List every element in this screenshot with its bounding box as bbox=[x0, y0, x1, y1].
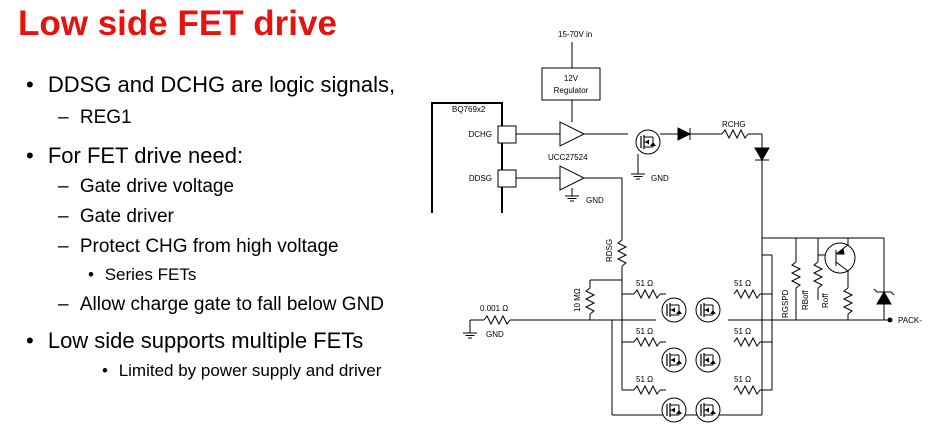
gnd-label: GND bbox=[486, 330, 504, 339]
gate-resistor-label: 51 Ω bbox=[636, 279, 653, 288]
bullet-item: – Gate driver bbox=[58, 206, 174, 228]
fet-pair-2: 51 Ω 51 Ω bbox=[633, 327, 761, 373]
bullet-text: Allow charge gate to fall below GND bbox=[79, 294, 385, 315]
pin-chg-label: DCHG bbox=[468, 130, 492, 139]
gate-drivers: UCC27524 GND bbox=[516, 121, 604, 205]
driver-label: UCC27524 bbox=[548, 153, 588, 162]
bullet-item: • Series FETs bbox=[88, 265, 196, 285]
shunt: 0.001 Ω GND bbox=[462, 304, 612, 339]
bullet-item: – Gate drive voltage bbox=[58, 176, 234, 198]
regulator-label-1: 12V bbox=[564, 74, 579, 83]
fet-pair-3: 51 Ω 51 Ω bbox=[633, 375, 761, 423]
pnp-transistor bbox=[824, 242, 856, 274]
supply-label: 15-70V in bbox=[558, 30, 592, 39]
bullet-item: • DDSG and DCHG are logic signals, bbox=[26, 72, 395, 98]
bullet-marker: • bbox=[88, 265, 94, 284]
regulator-label-2: Regulator bbox=[554, 86, 589, 95]
shunt-label: 0.001 Ω bbox=[480, 304, 508, 313]
rdsg-label: RDSG bbox=[605, 239, 614, 262]
roff-label: Roff bbox=[821, 293, 830, 308]
gate-resistor-label: 51 Ω bbox=[636, 327, 653, 336]
bullet-marker: – bbox=[58, 206, 69, 227]
gate-resistor-label: 51 Ω bbox=[734, 279, 751, 288]
bullet-text: Gate drive voltage bbox=[79, 176, 235, 197]
bullet-marker: – bbox=[58, 294, 69, 315]
bullet-item: • For FET drive need: bbox=[26, 143, 243, 169]
pack-label: PACK- bbox=[898, 316, 922, 325]
ic-label: BQ769x2 bbox=[452, 105, 486, 114]
r10m-label: 10 MΩ bbox=[573, 288, 582, 312]
pin-dsg-box bbox=[497, 169, 517, 188]
fet-array: 51 Ω 51 Ω 51 Ω 51 Ω 51 Ω 51 Ω bbox=[611, 279, 890, 423]
bq-ic: BQ769x2 DCHG DDSG bbox=[431, 102, 517, 213]
bullet-text: DDSG and DCHG are logic signals, bbox=[47, 72, 396, 97]
bullet-item: – Protect CHG from high voltage bbox=[58, 236, 339, 258]
bullet-marker: – bbox=[58, 107, 69, 128]
rboff-label: RBoff bbox=[801, 289, 810, 310]
gate-resistor-label: 51 Ω bbox=[734, 327, 751, 336]
bullet-text: Gate driver bbox=[79, 206, 174, 227]
bullet-marker: • bbox=[102, 361, 108, 380]
bullet-text: REG1 bbox=[79, 107, 132, 128]
bullet-marker: • bbox=[26, 143, 34, 168]
bullet-marker: • bbox=[26, 328, 34, 353]
bullet-text: Limited by power supply and driver bbox=[118, 361, 382, 380]
pin-chg-box bbox=[497, 125, 517, 144]
rgspd-label: RGSPD bbox=[781, 289, 790, 318]
slide-title: Low side FET drive bbox=[18, 4, 337, 43]
bullet-text: Series FETs bbox=[104, 265, 197, 284]
bullet-marker: • bbox=[26, 72, 34, 97]
discharge-path: RDSG 10 MΩ bbox=[573, 177, 627, 320]
pin-dsg-label: DDSG bbox=[469, 174, 492, 183]
bullet-item: – Allow charge gate to fall below GND bbox=[58, 294, 384, 316]
gate-resistor-label: 51 Ω bbox=[734, 375, 751, 384]
rchg-label: RCHG bbox=[722, 120, 746, 129]
bullet-marker: – bbox=[58, 236, 69, 257]
protection-network: RGSPD RBoff Roff PACK- bbox=[762, 237, 922, 325]
regulator: 15-70V in 12V Regulator bbox=[541, 30, 601, 122]
bullet-text: Protect CHG from high voltage bbox=[79, 236, 339, 257]
bullet-text: For FET drive need: bbox=[47, 143, 244, 168]
gate-resistor-label: 51 Ω bbox=[636, 375, 653, 384]
bullet-item: • Low side supports multiple FETs bbox=[26, 328, 363, 354]
bullet-marker: – bbox=[58, 176, 69, 197]
bullet-item: • Limited by power supply and driver bbox=[102, 361, 381, 381]
gnd-label: GND bbox=[586, 196, 604, 205]
bullet-text: Low side supports multiple FETs bbox=[47, 328, 364, 353]
fet-pair-1: 51 Ω 51 Ω bbox=[633, 279, 761, 323]
gnd-label: GND bbox=[651, 174, 669, 183]
bullet-item: – REG1 bbox=[58, 107, 132, 129]
charge-path: RCHG GND bbox=[584, 120, 770, 415]
